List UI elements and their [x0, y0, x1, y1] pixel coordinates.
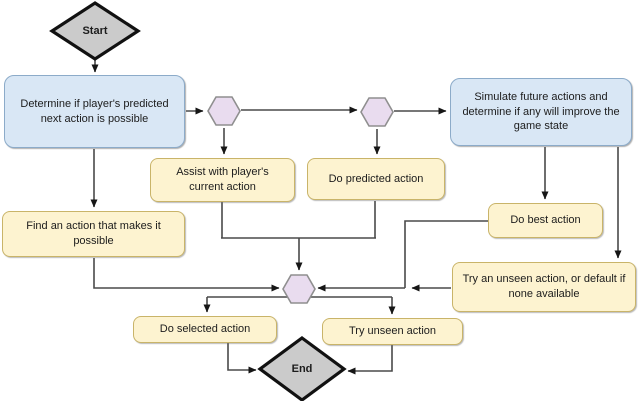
node-find-action-makes-possible: Find an action that makes it possible	[2, 211, 185, 257]
node-do-predicted-action: Do predicted action	[307, 158, 445, 200]
end-diamond	[257, 336, 347, 401]
decision-hexagon-3	[282, 274, 316, 304]
decision-hexagon-2	[360, 97, 394, 127]
start-label: Start	[82, 25, 108, 37]
node-determine-predicted-action: Determine if player's predicted next act…	[4, 75, 185, 148]
node-assist-current-action: Assist with player's current action	[150, 158, 295, 202]
end-label: End	[291, 363, 313, 375]
node-try-unseen-or-default: Try an unseen action, or default if none…	[452, 262, 636, 312]
start-diamond	[49, 1, 141, 61]
decision-hexagon-1	[207, 96, 241, 126]
node-simulate-future-actions: Simulate future actions and determine if…	[450, 78, 632, 146]
node-try-unseen-action: Try unseen action	[322, 318, 463, 345]
node-do-best-action: Do best action	[488, 203, 603, 238]
node-do-selected-action: Do selected action	[133, 316, 277, 343]
